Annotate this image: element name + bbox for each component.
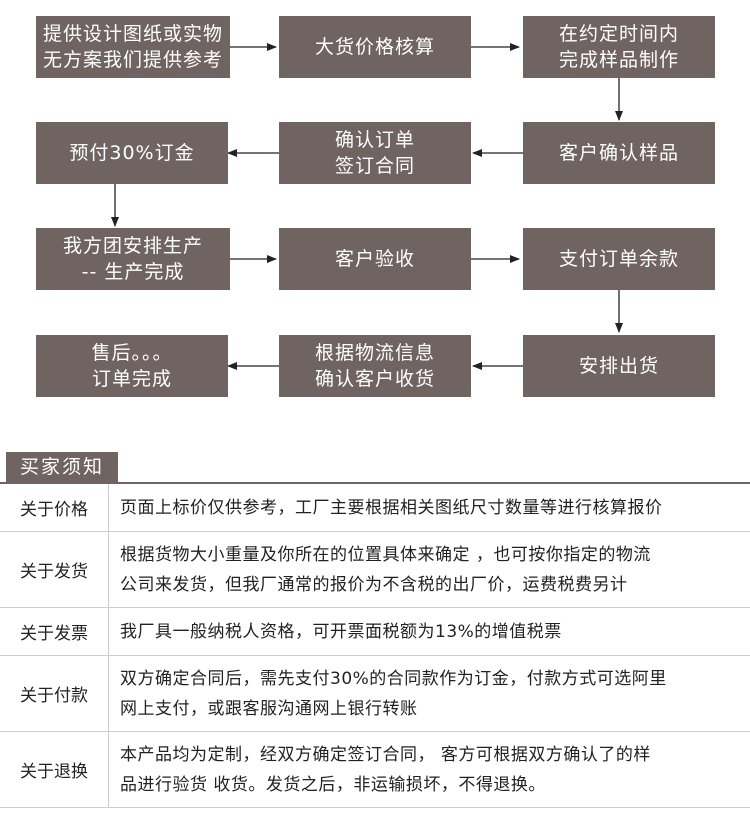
step-text: 确认客户收货 bbox=[314, 368, 435, 390]
process-flowchart: 提供设计图纸或实物 无方案我们提供参考 大货价格核算 在约定时间内 完成样品制作… bbox=[36, 16, 715, 397]
step-price-calc: 大货价格核算 bbox=[279, 16, 471, 78]
row-label: 关于退换 bbox=[20, 762, 88, 782]
table-row: 关于发票 我厂具一般纳税人资格，可开票面税额为13%的增值税票 bbox=[0, 608, 750, 656]
step-text: 签订合同 bbox=[334, 155, 415, 177]
step-text: 根据物流信息 bbox=[314, 342, 435, 364]
row-content: 双方确定合同后，需先支付30%的合同款作为订金，付款方式可选阿里 网上支付，或跟… bbox=[120, 656, 748, 731]
column-divider bbox=[108, 484, 109, 531]
row-content: 根据货物大小重量及你所在的位置具体来确定 ，也可按你指定的物流 公司来发货，但我… bbox=[120, 532, 748, 607]
row-content: 本产品均为定制，经双方确定签订合同， 客方可根据双方确认了的样 品进行验货 收货… bbox=[120, 732, 748, 807]
row-content: 页面上标价仅供参考，工厂主要根据相关图纸尺寸数量等进行核算报价 bbox=[120, 484, 748, 531]
step-inspection: 客户验收 bbox=[279, 228, 471, 290]
table-row: 关于发货 根据货物大小重量及你所在的位置具体来确定 ，也可按你指定的物流 公司来… bbox=[0, 532, 750, 608]
step-text: 预付30%订金 bbox=[69, 142, 195, 164]
column-divider bbox=[108, 608, 109, 655]
flow-arrows bbox=[111, 43, 623, 370]
step-text: 支付订单余款 bbox=[558, 248, 679, 270]
step-text: 提供设计图纸或实物 bbox=[42, 23, 223, 45]
step-production: 我方团安排生产 -- 生产完成 bbox=[36, 228, 230, 290]
content-line: 双方确定合同后，需先支付30%的合同款作为订金，付款方式可选阿里 bbox=[120, 668, 667, 689]
step-sign-contract: 确认订单 签订合同 bbox=[279, 122, 471, 184]
step-text: 售后。。。 bbox=[91, 342, 173, 364]
step-text: 我方团安排生产 bbox=[62, 235, 203, 257]
step-text: 客户验收 bbox=[334, 248, 415, 270]
step-shipping: 安排出货 bbox=[523, 335, 715, 397]
content-line: 根据货物大小重量及你所在的位置具体来确定 ，也可按你指定的物流 bbox=[120, 544, 651, 565]
row-label: 关于发票 bbox=[20, 624, 88, 644]
step-text: 在约定时间内 bbox=[558, 23, 679, 45]
column-divider bbox=[108, 656, 109, 731]
step-deposit: 预付30%订金 bbox=[36, 122, 228, 184]
content-line: 页面上标价仅供参考，工厂主要根据相关图纸尺寸数量等进行核算报价 bbox=[120, 497, 663, 518]
row-content: 我厂具一般纳税人资格，可开票面税额为13%的增值税票 bbox=[120, 608, 748, 655]
content-line: 网上支付，或跟客服沟通网上银行转账 bbox=[120, 698, 418, 719]
step-text: 确认订单 bbox=[334, 129, 415, 151]
step-text: 大货价格核算 bbox=[314, 36, 435, 58]
step-text: -- 生产完成 bbox=[81, 261, 185, 283]
table-row: 关于价格 页面上标价仅供参考，工厂主要根据相关图纸尺寸数量等进行核算报价 bbox=[0, 484, 750, 532]
step-text: 订单完成 bbox=[91, 368, 172, 390]
content-line: 品进行验货 收货。发货之后，非运输损坏，不得退换。 bbox=[120, 774, 546, 795]
row-label: 关于发货 bbox=[20, 562, 88, 582]
column-divider bbox=[108, 732, 109, 807]
step-text: 客户确认样品 bbox=[558, 142, 679, 164]
step-text: 安排出货 bbox=[578, 355, 659, 377]
column-divider bbox=[108, 532, 109, 607]
row-label: 关于付款 bbox=[20, 686, 88, 706]
notice-title: 买家须知 bbox=[6, 452, 118, 482]
table-row: 关于退换 本产品均为定制，经双方确定签订合同， 客方可根据双方确认了的样 品进行… bbox=[0, 732, 750, 808]
step-text: 完成样品制作 bbox=[558, 49, 679, 71]
table-row: 关于付款 双方确定合同后，需先支付30%的合同款作为订金，付款方式可选阿里 网上… bbox=[0, 656, 750, 732]
step-after-sales: 售后。。。 订单完成 bbox=[36, 335, 228, 397]
step-sample-make: 在约定时间内 完成样品制作 bbox=[523, 16, 715, 78]
step-provide-design: 提供设计图纸或实物 无方案我们提供参考 bbox=[36, 16, 230, 78]
step-text: 无方案我们提供参考 bbox=[42, 49, 223, 71]
step-confirm-sample: 客户确认样品 bbox=[523, 122, 715, 184]
row-label: 关于价格 bbox=[20, 500, 88, 520]
notice-table: 关于价格 页面上标价仅供参考，工厂主要根据相关图纸尺寸数量等进行核算报价 关于发… bbox=[0, 484, 750, 808]
step-balance-payment: 支付订单余款 bbox=[523, 228, 715, 290]
step-confirm-receipt: 根据物流信息 确认客户收货 bbox=[279, 335, 471, 397]
content-line: 本产品均为定制，经双方确定签订合同， 客方可根据双方确认了的样 bbox=[120, 744, 651, 765]
notice-divider bbox=[0, 482, 750, 484]
content-line: 公司来发货，但我厂通常的报价为不含税的出厂价，运费税费另计 bbox=[120, 574, 628, 595]
content-line: 我厂具一般纳税人资格，可开票面税额为13%的增值税票 bbox=[120, 621, 562, 642]
